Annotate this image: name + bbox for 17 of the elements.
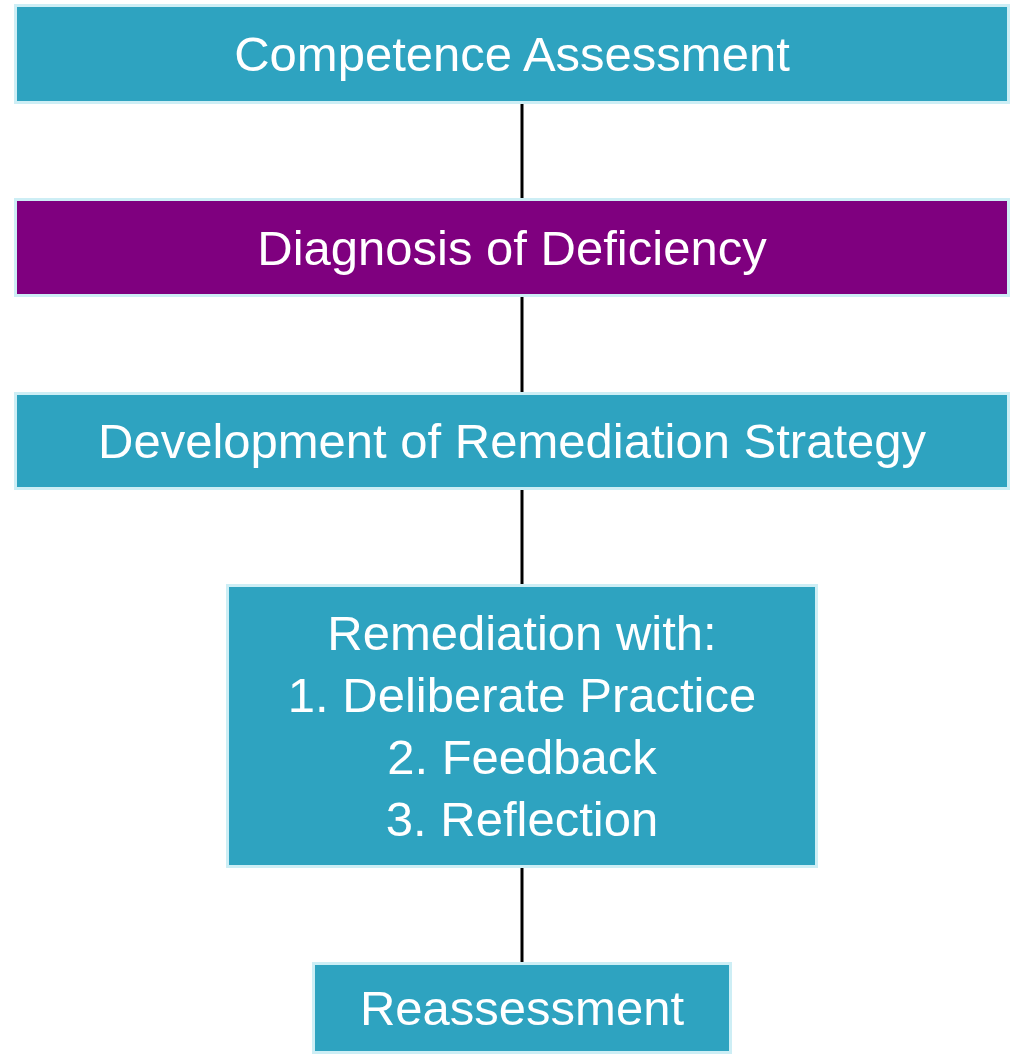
connector-line xyxy=(520,868,524,962)
box-label: Remediation with: xyxy=(327,605,717,662)
connector-line xyxy=(520,490,524,584)
connector-line xyxy=(520,297,524,392)
box-label: Reassessment xyxy=(359,980,685,1037)
box-label: Diagnosis of Deficiency xyxy=(257,219,767,277)
box-label: Competence Assessment xyxy=(234,26,790,83)
process-box xyxy=(226,584,818,868)
process-box xyxy=(312,962,732,1054)
box-label: Development of Remediation Strategy xyxy=(98,413,926,470)
process-box xyxy=(14,392,1010,490)
process-box xyxy=(14,198,1010,297)
box-label: 3. Reflection xyxy=(385,791,659,848)
connector-line xyxy=(520,104,524,198)
process-box xyxy=(14,4,1010,104)
box-label: 2. Feedback xyxy=(387,729,657,786)
box-label: 1. Deliberate Practice xyxy=(287,667,757,724)
